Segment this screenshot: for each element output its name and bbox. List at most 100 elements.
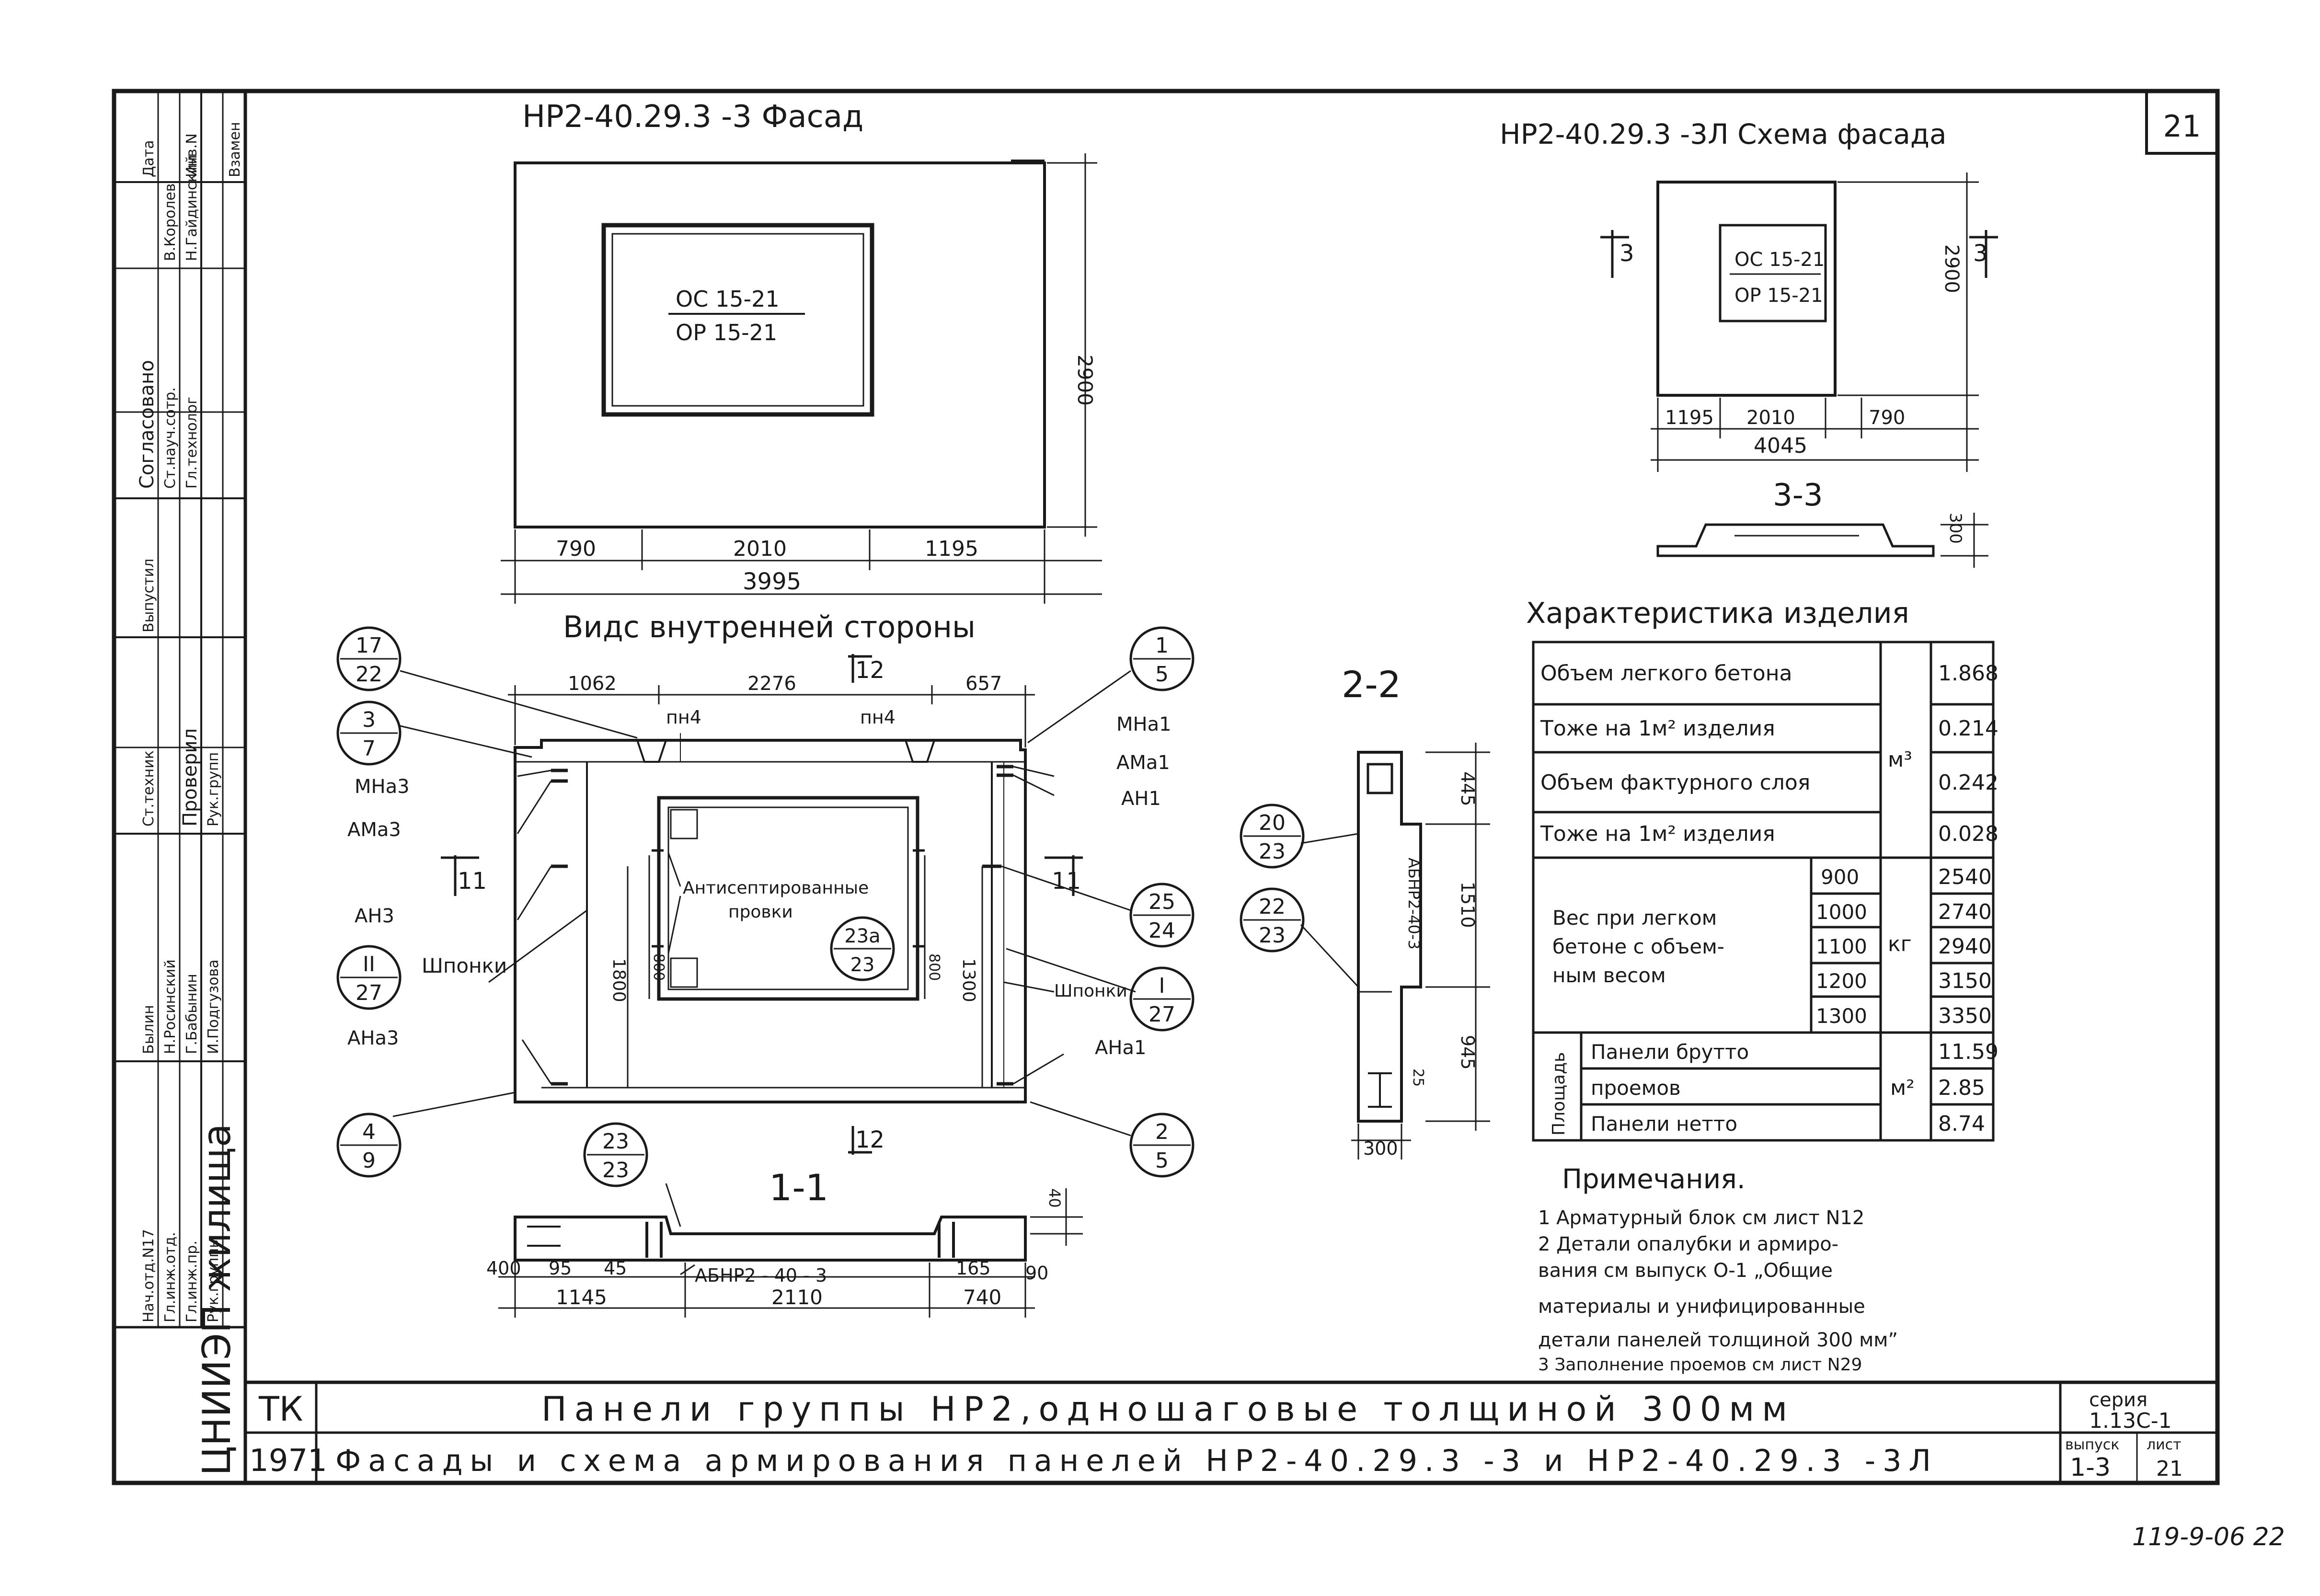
section-2-2-dim-25: 25 (1410, 1068, 1426, 1087)
char-weight-4-value: 3350 (1938, 1004, 1992, 1028)
stamp-line-18: Инв.N (184, 133, 200, 177)
label-an1: АН1 (1121, 788, 1161, 810)
callout-0-bottom: 22 (356, 662, 382, 687)
facade-dim-height: 2900 (1073, 355, 1097, 406)
scheme-dim-height: 2900 (1941, 244, 1963, 293)
stamp-line-3: Рук.группы (205, 1237, 222, 1322)
callout-11-bottom: 23 (1259, 923, 1286, 948)
char-weight-label-1: Вес при легком (1552, 906, 1717, 930)
stamp-line-9: Проверил (179, 728, 201, 827)
section-2-2: 2-2 АБНР2-40-3 445 1510 945 25 300 (1300, 663, 1490, 1160)
title-series-value: 1.13С-1 (2089, 1409, 2172, 1433)
inner-section-12-bottom: 12 (855, 1126, 884, 1153)
scheme-window-label-bottom: ОР 15-21 (1734, 285, 1823, 307)
facade-dim-left: 790 (556, 537, 596, 561)
char-area-0-value: 11.59 (1938, 1040, 1998, 1064)
callout-10-top: 20 (1259, 811, 1286, 835)
characteristics-table: Характеристика изделия (1526, 597, 1998, 1142)
callout-4-top: 1 (1155, 633, 1169, 658)
char-row-3-label: Тоже на 1м² изделия (1540, 822, 1775, 846)
stamp-line-8: Ст.техник (140, 750, 157, 827)
title-line1: Панели группы НР2,одношаговые толщиной 3… (541, 1389, 1787, 1429)
facade-window-label-top: ОС 15-21 (676, 286, 780, 312)
char-row-3-value: 0.028 (1938, 822, 1998, 846)
section-1-1-dim-1145: 1145 (556, 1286, 607, 1309)
char-row-0-label: Объем легкого бетона (1540, 661, 1792, 686)
stamp-line-16: Н.Гайдинский (184, 155, 200, 261)
char-row-2-value: 0.242 (1938, 770, 1998, 795)
title-sheet-value: 21 (2156, 1457, 2183, 1481)
inner-dim-mid: 2276 (747, 673, 796, 695)
section-1-1-dim-40: 40 (1045, 1188, 1064, 1208)
org-name: ЦНИИЭП жилища (195, 1124, 239, 1476)
char-weight-2-density: 1100 (1816, 935, 1867, 958)
char-weight-label-2: бетоне с объем- (1552, 935, 1724, 958)
label-ama3: АМа3 (347, 819, 401, 841)
note-1: 2 Детали опалубки и армиро- (1538, 1233, 1838, 1255)
section-2-2-dim-945: 945 (1457, 1035, 1478, 1070)
title-line2: Фасады и схема армирования панелей НР2-4… (335, 1443, 1931, 1478)
stamp-strip: ЦНИИЭП жилища Нач.отд.N17 Гл.инж.отд. Гл… (136, 122, 243, 1476)
title-year: 1971 (249, 1443, 327, 1479)
inner-section-11-right: 11 (1052, 868, 1081, 895)
callout-5-top: 25 (1149, 890, 1175, 914)
char-area-label: Площадь (1549, 1052, 1569, 1136)
section-2-2-dim-1510: 1510 (1457, 882, 1478, 928)
note-4: детали панелей толщиной 300 мм” (1538, 1329, 1898, 1351)
label-mna3: МНа3 (355, 776, 410, 798)
callout-7-bottom: 5 (1155, 1148, 1169, 1173)
char-unit-kg: кг (1888, 932, 1912, 956)
char-weight-4-density: 1300 (1816, 1004, 1867, 1028)
facade-dim-total: 3995 (743, 568, 801, 595)
facade-title: НР2-40.29.3 -3 Фасад (522, 99, 863, 135)
stamp-line-7: И.Подгузова (205, 959, 222, 1054)
scheme-section-dim: 300 (1946, 513, 1965, 544)
scheme-section-mark-left: 3 (1619, 240, 1634, 267)
callout-labels: 17 22 3 7 II 27 4 9 1 5 25 24 I 27 2 5 2… (356, 633, 1286, 1183)
title-block: ТК 1971 Панели группы НР2,одношаговые то… (249, 1389, 2183, 1482)
title-sheet-label: лист (2147, 1436, 2182, 1453)
section-2-2-block-label: АБНР2-40-3 (1405, 858, 1423, 950)
char-area-0-label: Панели брутто (1591, 1040, 1749, 1064)
char-weight-1-density: 1000 (1816, 900, 1867, 924)
label-shponki-left: Шпонки (422, 954, 507, 977)
section-1-1-title: 1-1 (769, 1166, 828, 1209)
callout-7-top: 2 (1155, 1120, 1169, 1144)
char-weight-0-value: 2540 (1938, 865, 1992, 889)
label-an3: АН3 (355, 905, 394, 927)
section-2-2-title: 2-2 (1342, 663, 1401, 706)
scheme-dim-right: 790 (1869, 407, 1905, 429)
stamp-line-11: Выпустил (140, 559, 157, 632)
callout-5-bottom: 24 (1149, 919, 1175, 943)
note-3: материалы и унифицированные (1538, 1296, 1865, 1318)
callout-1-bottom: 7 (362, 736, 376, 761)
section-2-2-dim-300: 300 (1363, 1138, 1398, 1159)
inner-view-title: Видс внутренней стороны (563, 609, 976, 644)
inner-dim-800a: 800 (650, 953, 667, 981)
char-unit-m2: м² (1890, 1076, 1915, 1100)
scheme-window-label-top: ОС 15-21 (1734, 249, 1825, 271)
char-area-2-value: 8.74 (1938, 1112, 1985, 1136)
stamp-line-15: В.Королев (162, 184, 179, 261)
char-row-1-value: 0.214 (1938, 716, 1998, 741)
inner-dim-1300: 1300 (959, 958, 978, 1002)
inner-section-11-left: 11 (458, 868, 487, 895)
char-unit-m3: м³ (1888, 747, 1912, 772)
facade-window-label-bottom: ОР 15-21 (676, 320, 777, 345)
title-tk: ТК (258, 1389, 303, 1429)
callout-3-top: 4 (362, 1120, 376, 1144)
callout-1-top: 3 (362, 708, 376, 732)
scheme-section-title: 3-3 (1773, 478, 1823, 513)
facade-dim-right: 1195 (925, 537, 978, 561)
section-1-1-dim-400: 400 (486, 1258, 521, 1279)
facade-dim-mid: 2010 (733, 537, 787, 561)
scheme-view: НР2-40.29.3 -3Л Схема фасада (1500, 118, 1998, 568)
callout-8-top: 23 (602, 1129, 629, 1154)
footer-code: 119-9-06 22 (2132, 1523, 2285, 1551)
char-area-2-label: Панели нетто (1591, 1112, 1737, 1136)
stamp-line-13: Ст.науч.сотр. (162, 387, 179, 489)
char-row-2-label: Объем фактурного слоя (1540, 770, 1810, 795)
callout-9-bottom: 23 (850, 954, 875, 976)
section-1-1-dim-90: 90 (1025, 1263, 1048, 1284)
inner-view: Видс внутренней стороны (347, 609, 1171, 1227)
